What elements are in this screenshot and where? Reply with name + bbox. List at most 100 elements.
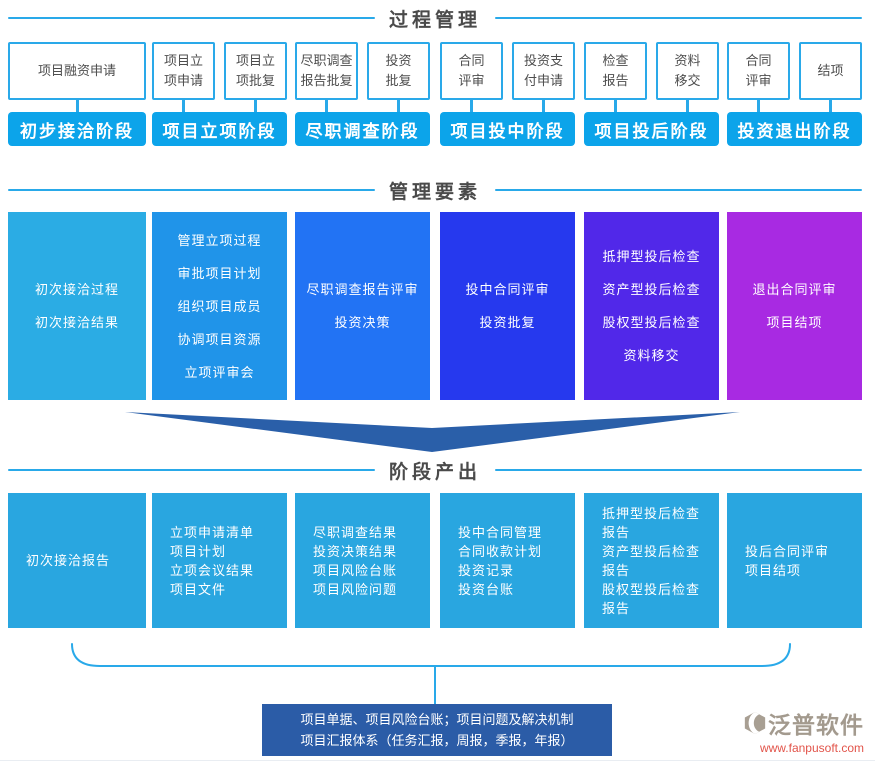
process-group: 合同 评审结项投资退出阶段 bbox=[727, 42, 862, 146]
output-item: 项目风险台账 bbox=[313, 562, 398, 578]
title-line-left bbox=[8, 17, 375, 19]
stage-label: 项目投中阶段 bbox=[440, 112, 575, 146]
doc-box: 检查 报告 bbox=[584, 42, 647, 100]
output-item: 立项会议结果 bbox=[170, 562, 255, 578]
element-item: 协调项目资源 bbox=[177, 331, 262, 347]
title-line-right bbox=[495, 17, 863, 19]
connector-tick bbox=[470, 100, 473, 112]
output-box: 立项申请清单项目计划立项会议结果项目文件 bbox=[152, 493, 287, 628]
connector-tick bbox=[542, 100, 545, 112]
outputs-title-row: 阶段产出 bbox=[8, 457, 863, 483]
doc-box: 结项 bbox=[799, 42, 862, 100]
process-group: 项目融资申请初步接洽阶段 bbox=[8, 42, 146, 146]
connector-tick bbox=[829, 100, 832, 112]
doc-wrap: 结项 bbox=[799, 42, 862, 112]
brand-website[interactable]: www.fanpusoft.com bbox=[759, 741, 864, 755]
element-item: 初次接洽结果 bbox=[34, 315, 119, 330]
doc-box: 项目立 项申请 bbox=[152, 42, 215, 100]
connector-tick bbox=[757, 100, 760, 112]
element-item: 审批项目计划 bbox=[177, 265, 262, 281]
connector-tick bbox=[182, 100, 185, 112]
doc-wrap: 合同 评审 bbox=[727, 42, 790, 112]
stage-label: 投资退出阶段 bbox=[727, 112, 862, 146]
elements-title-row: 管理要素 bbox=[8, 177, 863, 203]
doc-box: 投资 批复 bbox=[367, 42, 430, 100]
element-box: 抵押型投后检查资产型投后检查股权型投后检查资料移交 bbox=[584, 212, 719, 400]
down-arrow bbox=[125, 412, 740, 452]
doc-row: 尽职调查 报告批复投资 批复 bbox=[295, 42, 430, 112]
output-item: 项目计划 bbox=[170, 543, 227, 559]
output-list: 尽职调查结果投资决策结果项目风险台账项目风险问题 bbox=[295, 523, 415, 599]
output-list: 投后合同评审项目结项 bbox=[727, 542, 847, 580]
output-item: 尽职调查结果 bbox=[313, 524, 398, 540]
doc-wrap: 项目融资申请 bbox=[8, 42, 146, 112]
element-item: 初次接洽过程 bbox=[34, 282, 119, 297]
output-item: 资产型投后检查报告 bbox=[602, 543, 701, 578]
stage-label: 项目立项阶段 bbox=[152, 112, 287, 146]
output-item: 立项申请清单 bbox=[170, 524, 255, 540]
connector-tick bbox=[254, 100, 257, 112]
summary-box: 项目单据、项目风险台账；项目问题及解决机制 项目汇报体系（任务汇报，周报，季报，… bbox=[262, 704, 612, 756]
doc-box: 合同 评审 bbox=[727, 42, 790, 100]
element-item: 投中合同评审 bbox=[465, 282, 550, 297]
connector-tick bbox=[75, 100, 79, 112]
output-item: 项目结项 bbox=[745, 562, 802, 578]
process-group: 尽职调查 报告批复投资 批复尽职调查阶段 bbox=[295, 42, 430, 146]
doc-row: 项目立 项申请项目立 项批复 bbox=[152, 42, 287, 112]
element-item: 管理立项过程 bbox=[177, 232, 262, 248]
stage-label: 尽职调查阶段 bbox=[295, 112, 430, 146]
doc-wrap: 投资 批复 bbox=[367, 42, 430, 112]
element-box: 退出合同评审项目结项 bbox=[727, 212, 862, 400]
doc-row: 合同 评审投资支 付申请 bbox=[440, 42, 575, 112]
summary-line-1: 项目单据、项目风险台账；项目问题及解决机制 bbox=[300, 712, 574, 727]
brand-row: 泛普软件 bbox=[744, 706, 864, 740]
output-item: 投中合同管理 bbox=[458, 524, 543, 540]
connector-tick bbox=[325, 100, 328, 112]
doc-row: 项目融资申请 bbox=[8, 42, 146, 112]
stage-label: 项目投后阶段 bbox=[584, 112, 719, 146]
element-item: 投资决策 bbox=[334, 315, 391, 330]
doc-box: 投资支 付申请 bbox=[512, 42, 575, 100]
doc-box: 资料 移交 bbox=[656, 42, 719, 100]
connector-tick bbox=[397, 100, 400, 112]
element-item: 退出合同评审 bbox=[752, 282, 837, 297]
output-item: 投后合同评审 bbox=[745, 543, 830, 559]
element-item: 立项评审会 bbox=[184, 364, 255, 380]
doc-row: 合同 评审结项 bbox=[727, 42, 862, 112]
output-item: 项目风险问题 bbox=[313, 581, 398, 597]
title-line-right bbox=[495, 469, 863, 471]
element-box: 投中合同评审投资批复 bbox=[440, 212, 575, 400]
doc-wrap: 项目立 项批复 bbox=[224, 42, 287, 112]
bracket bbox=[71, 643, 791, 667]
output-list: 初次接洽报告 bbox=[8, 551, 128, 570]
element-box: 初次接洽过程初次接洽结果 bbox=[8, 212, 146, 400]
branding: 泛普软件 www.fanpusoft.com bbox=[744, 706, 864, 755]
process-title-row: 过程管理 bbox=[8, 5, 863, 31]
element-item: 股权型投后检查 bbox=[602, 315, 701, 330]
output-list: 投中合同管理合同收款计划投资记录投资台账 bbox=[440, 523, 560, 599]
title-line-left bbox=[8, 469, 375, 471]
element-item: 组织项目成员 bbox=[177, 298, 262, 314]
brand-name: 泛普软件 bbox=[768, 712, 864, 738]
title-line-right bbox=[495, 189, 863, 191]
doc-wrap: 项目立 项申请 bbox=[152, 42, 215, 112]
connector-tick bbox=[614, 100, 617, 112]
output-item: 初次接洽报告 bbox=[26, 553, 111, 568]
element-item: 尽职调查报告评审 bbox=[306, 282, 419, 297]
output-item: 合同收款计划 bbox=[458, 543, 543, 559]
summary-line-2: 项目汇报体系（任务汇报，周报，季报，年报） bbox=[300, 733, 574, 748]
element-item: 资产型投后检查 bbox=[602, 282, 701, 297]
elements-section-title: 管理要素 bbox=[389, 181, 482, 203]
bottom-hairline bbox=[0, 760, 875, 761]
element-item: 项目结项 bbox=[766, 315, 823, 330]
output-item: 项目文件 bbox=[170, 581, 227, 597]
output-box: 初次接洽报告 bbox=[8, 493, 146, 628]
output-item: 抵押型投后检查报告 bbox=[602, 505, 701, 540]
element-item: 抵押型投后检查 bbox=[602, 249, 701, 264]
output-box: 尽职调查结果投资决策结果项目风险台账项目风险问题 bbox=[295, 493, 430, 628]
process-group: 检查 报告资料 移交项目投后阶段 bbox=[584, 42, 719, 146]
output-item: 投资记录 bbox=[458, 562, 515, 578]
doc-box: 合同 评审 bbox=[440, 42, 503, 100]
doc-wrap: 资料 移交 bbox=[656, 42, 719, 112]
